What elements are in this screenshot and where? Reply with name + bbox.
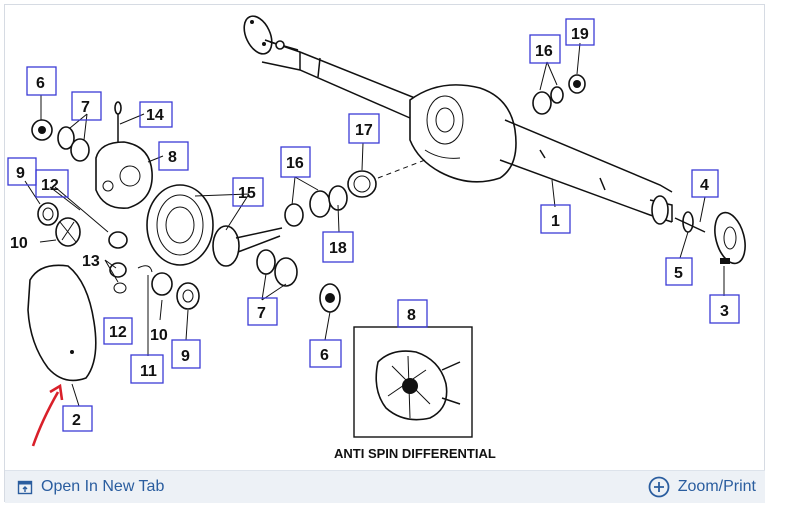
callout-12-top: 12	[41, 177, 59, 194]
rear-axle-exploded-diagram: ANTI SPIN DIFFERENTIAL 1 2 3 4 5 6 6 7 7…	[7, 15, 746, 461]
callout-7-middle: 7	[257, 305, 266, 322]
upper-bearings	[532, 74, 586, 115]
zoom-print-label: Zoom/Print	[677, 478, 756, 495]
right-axle-shaft	[651, 195, 746, 265]
callout-10-middle: 10	[150, 327, 168, 344]
callout-5: 5	[674, 265, 683, 282]
anti-spin-inset: ANTI SPIN DIFFERENTIAL	[334, 326, 496, 461]
differential-cover	[27, 264, 97, 382]
image-footer-bar: Open In New Tab Zoom/Print	[5, 470, 765, 503]
callout-15: 15	[238, 185, 256, 202]
callout-16-middle: 16	[286, 155, 304, 172]
open-new-tab-label: Open In New Tab	[41, 478, 165, 495]
callout-1: 1	[551, 213, 560, 230]
carrier-parts	[31, 101, 377, 313]
callout-10-left: 10	[10, 235, 28, 252]
annotation-arrow	[31, 383, 64, 447]
callout-17: 17	[355, 122, 373, 139]
callout-13: 13	[82, 253, 100, 270]
callout-11: 11	[140, 363, 157, 380]
callout-6-top: 6	[36, 75, 45, 92]
callout-14: 14	[146, 107, 164, 124]
axle-housing	[243, 15, 673, 223]
callout-9-left: 9	[16, 165, 25, 182]
callout-4: 4	[700, 177, 709, 194]
callout-16-top: 16	[535, 43, 553, 60]
callout-8: 8	[168, 149, 177, 166]
callout-9-middle: 9	[181, 348, 190, 365]
callout-8-inset: 8	[407, 307, 416, 324]
callout-12-bottom: 12	[109, 324, 127, 341]
callout-6-bottom: 6	[320, 347, 329, 364]
callout-18: 18	[329, 240, 347, 257]
open-external-icon	[17, 479, 33, 495]
callout-2: 2	[72, 412, 81, 429]
zoom-print-button[interactable]: Zoom/Print	[648, 471, 756, 503]
inset-caption: ANTI SPIN DIFFERENTIAL	[334, 446, 496, 461]
plus-circle-icon	[648, 476, 670, 498]
callout-19: 19	[571, 26, 589, 43]
left-axle-shaft	[269, 40, 299, 51]
callout-labels: 1 2 3 4 5 6 6 7 7 8 8 9 9 10 10 11 12 12	[7, 18, 740, 432]
callout-7-top: 7	[81, 99, 90, 116]
open-new-tab-button[interactable]: Open In New Tab	[17, 471, 164, 503]
leader-lines	[24, 42, 725, 407]
callout-3: 3	[720, 303, 729, 320]
